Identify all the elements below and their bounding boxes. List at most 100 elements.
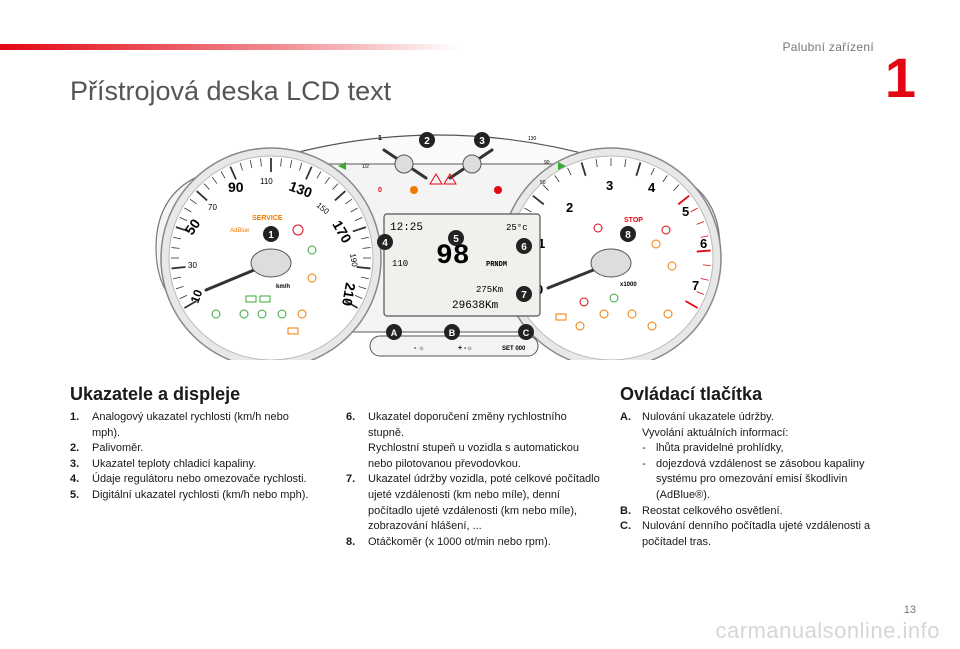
- gauge-tick: [211, 176, 218, 184]
- gauge-tick: [249, 160, 253, 169]
- callout-a: [386, 324, 402, 340]
- gauge-tick: [673, 184, 680, 191]
- gauge-tick: [184, 207, 192, 213]
- callout-8: [620, 226, 636, 242]
- lcd-time: 12:25: [390, 222, 423, 234]
- callout-7: [516, 286, 532, 302]
- tacho-label-3: 3: [606, 178, 613, 193]
- callout-5: [448, 230, 464, 246]
- lamp-red-1: [661, 225, 671, 235]
- lamp-orange-6: [555, 313, 567, 321]
- list-item: 5.Digitální ukazatel rychlosti (km/h neb…: [70, 488, 309, 501]
- tacho-label-4: 4: [648, 180, 656, 195]
- lamp-orange-3: [307, 273, 317, 283]
- lamp-green-3: [211, 309, 221, 319]
- callouts: 1 2 3 4 5 6 7 8: [263, 132, 636, 302]
- chapter-number: 1: [884, 46, 916, 109]
- callout-3: [474, 132, 490, 148]
- list-item: 6.Ukazatel doporučení změny rychlostního…: [346, 411, 567, 439]
- gauge-tick: [595, 159, 598, 168]
- gauge-tick: [690, 207, 698, 213]
- list-item: 8.Otáčkoměr (x 1000 ot/min nebo rpm).: [346, 535, 551, 548]
- indicators-list-right: 6.Ukazatel doporučení změny rychlostního…: [346, 410, 602, 550]
- gauge-tick: [171, 247, 180, 249]
- service-text: SERVICE: [252, 215, 283, 222]
- gauge-tick: [635, 162, 642, 177]
- svg-text:2: 2: [424, 136, 430, 147]
- list-item-continuation: Vyvolání aktuálních informací:: [642, 426, 789, 439]
- gauge-tick: [316, 171, 322, 179]
- stop-text: STOP: [624, 217, 643, 224]
- gauge-tick: [175, 226, 190, 233]
- svg-text:1: 1: [378, 135, 382, 142]
- buttons-list: A.Nulování ukazatele údržby. Vyvolání ak…: [620, 410, 876, 550]
- lamp-green-7: [307, 245, 317, 255]
- svg-text:3: 3: [479, 136, 485, 147]
- tacho-label-1: 1: [538, 236, 545, 251]
- lamp-orange-4: [651, 239, 661, 249]
- svg-text:90: 90: [544, 160, 550, 166]
- lamp-green-6: [277, 309, 287, 319]
- lcd-trip: 275Km: [476, 285, 503, 295]
- instrument-cluster-figure: 10 30 50 70 90 110 130 150 170 190 210 S…: [155, 132, 722, 360]
- tacho-unit: x1000: [620, 282, 637, 288]
- svg-text:C: C: [523, 328, 530, 338]
- gauge-tick: [229, 166, 237, 180]
- gauge-tick: [580, 162, 587, 177]
- svg-text:4: 4: [382, 238, 388, 249]
- lamp-red-3: [579, 297, 589, 307]
- indicators-list-left: 1.Analogový ukazatel rychlosti (km/h neb…: [70, 410, 318, 504]
- sub-list-item: -dojezdová vzdálenost se zásobou kapalin…: [642, 457, 865, 501]
- lamp-orange-2: [287, 327, 299, 335]
- gauge-tick: [567, 167, 572, 176]
- gauge-tick: [542, 184, 549, 191]
- lcd-speed: 98: [436, 241, 470, 272]
- gauge-tick: [324, 176, 331, 184]
- gauge-tick: [203, 183, 210, 190]
- callout-1: [263, 226, 279, 242]
- gauge-tick: [189, 198, 197, 205]
- speedo-label-130: 130: [287, 178, 315, 201]
- gauge-tick: [700, 235, 709, 238]
- gauge-tick: [360, 276, 369, 280]
- callout-4: [377, 234, 393, 250]
- list-item-continuation: Rychlostní stupeň u vozidla s automatick…: [368, 442, 579, 470]
- gauge-tick: [179, 216, 188, 221]
- speedometer-ticks: [171, 158, 371, 309]
- gauge-tick: [352, 226, 367, 233]
- callout-2: [419, 132, 435, 148]
- watermark: carmanualsonline.info: [715, 618, 940, 643]
- tacho-label-7: 7: [692, 278, 699, 293]
- list-item: A.Nulování ukazatele údržby.: [620, 411, 774, 423]
- svg-text:50: 50: [540, 180, 546, 186]
- svg-text:1/2: 1/2: [362, 164, 369, 170]
- gauge-tick: [350, 207, 358, 213]
- gauge-tick: [196, 190, 208, 202]
- button-label-b: + -☼: [458, 345, 473, 352]
- gauge-tick: [299, 162, 303, 171]
- fuel-gauge: 1 1/2 0: [362, 135, 428, 194]
- sub-list-item: -lhůta pravidelné prohlídky,: [642, 442, 784, 455]
- gauge-tick: [280, 158, 282, 167]
- speedo-unit: km/h: [276, 284, 290, 290]
- header-accent-bar: [0, 44, 460, 50]
- gauge-tick: [650, 167, 655, 176]
- coolant-gauge: 130 90 50: [448, 136, 550, 194]
- gauge-tick: [173, 236, 182, 240]
- list-item: 4.Údaje regulátoru nebo omezovače rychlo…: [70, 473, 307, 486]
- speedo-label-110: 110: [260, 177, 273, 186]
- svg-text:7: 7: [521, 290, 527, 301]
- callout-6: [516, 238, 532, 254]
- speedo-label-70: 70: [208, 203, 217, 212]
- list-item: 1.Analogový ukazatel rychlosti (km/h neb…: [70, 411, 289, 439]
- gauge-tick: [354, 216, 363, 221]
- gauge-tick: [356, 266, 371, 270]
- lcd-display: [383, 213, 541, 317]
- gauge-tick: [696, 291, 705, 295]
- lamp-orange-5: [667, 261, 677, 271]
- svg-text:6: 6: [521, 242, 527, 253]
- gauge-tick: [554, 175, 560, 183]
- gauge-tick: [173, 276, 182, 280]
- lamp-red-2: [593, 223, 603, 233]
- tacho-label-6: 6: [700, 236, 707, 251]
